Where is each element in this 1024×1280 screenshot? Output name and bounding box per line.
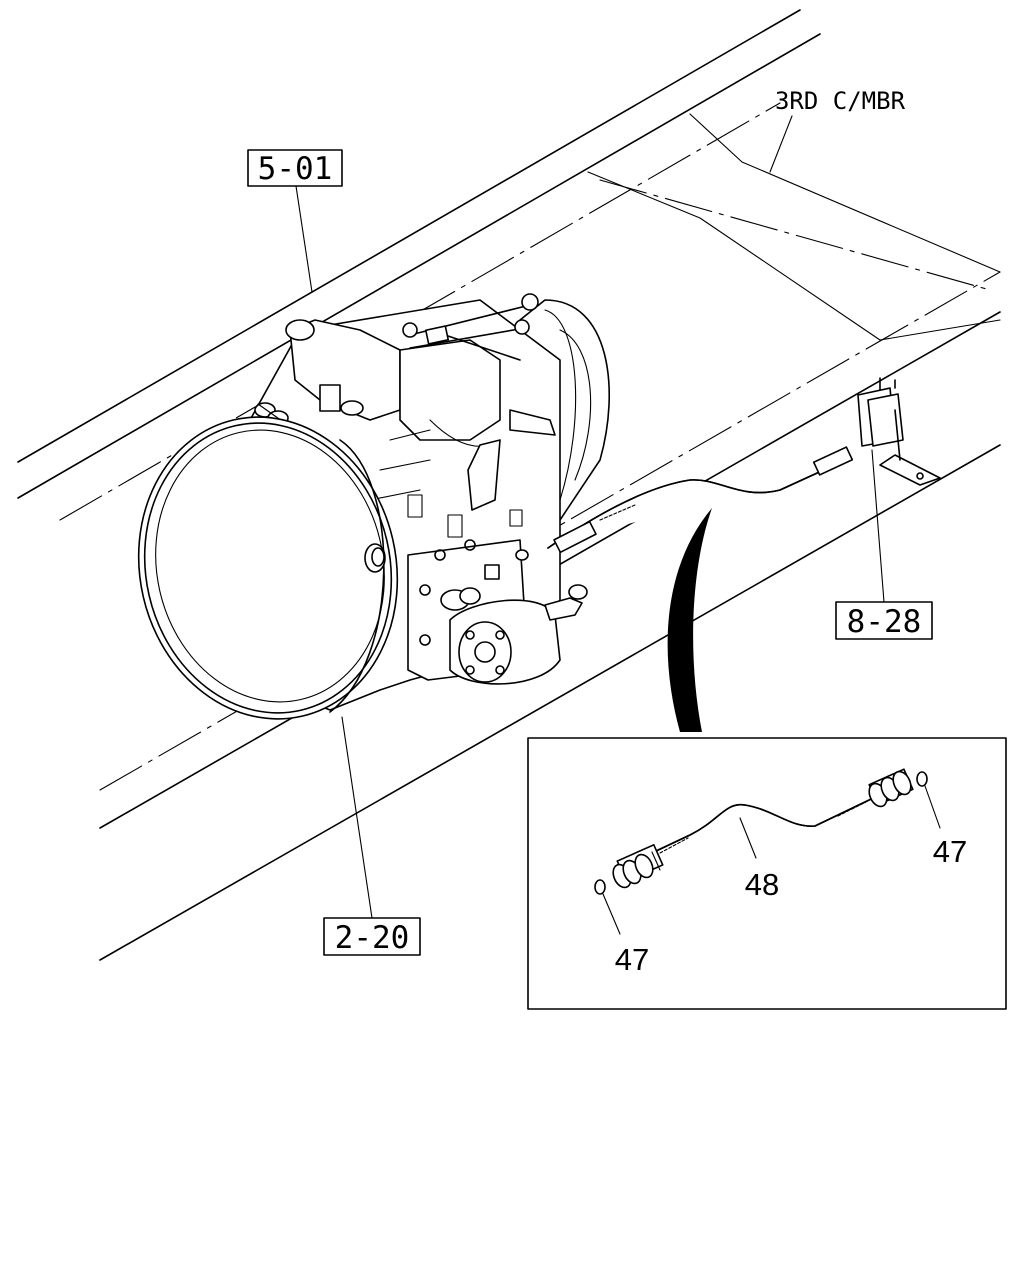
- detail-pointer: [667, 508, 712, 732]
- inset-gasket-left: [594, 879, 606, 895]
- detail-inset: [527, 737, 1007, 1010]
- inset-label-47-left: 47: [615, 942, 649, 977]
- inset-label-48: 48: [745, 867, 779, 902]
- third-cross-member: [587, 113, 1001, 341]
- transmission-assembly: [137, 293, 610, 720]
- inset-hose-bore: [619, 789, 891, 869]
- callout-5-01: [247, 149, 343, 293]
- callout-3rd-cross-member: [769, 115, 793, 173]
- callout-2-20: [323, 716, 421, 956]
- callout-2-20-label: 2-20: [335, 920, 410, 956]
- clutch-bracket: [857, 377, 941, 486]
- clutch-hose-installed: [547, 446, 854, 554]
- inset-left-fitting: [612, 844, 664, 889]
- inset-right-fitting: [868, 768, 914, 808]
- callout-8-28-label: 8-28: [847, 604, 922, 640]
- inset-gasket-right: [916, 771, 928, 787]
- inset-label-47-right: 47: [933, 834, 967, 869]
- callout-8-28: [835, 449, 933, 640]
- callout-5-01-label: 5-01: [258, 151, 333, 187]
- callout-3rd-cross-member-label: 3RD C/MBR: [775, 87, 906, 115]
